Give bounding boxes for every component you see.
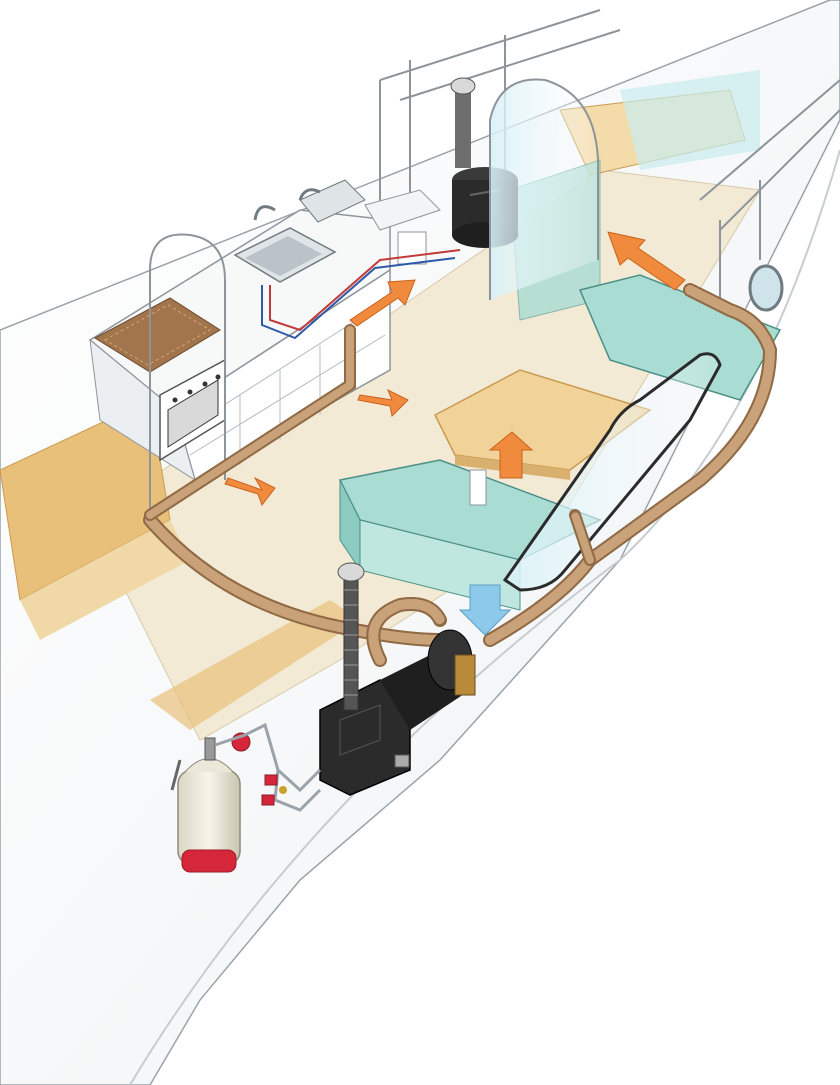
roof-vent xyxy=(450,77,476,168)
exhaust-stack xyxy=(337,562,365,711)
air-intake xyxy=(458,584,512,636)
warm-air-arrow-aft xyxy=(357,388,409,418)
gas-cylinder xyxy=(170,758,241,873)
warm-air-arrow-forward xyxy=(607,231,686,291)
heater-unit xyxy=(319,629,476,796)
heads-arch xyxy=(489,78,599,300)
sink xyxy=(233,179,366,283)
toilet-unit xyxy=(364,189,441,265)
warm-air-arrow-settee xyxy=(488,431,534,479)
stove xyxy=(93,297,221,373)
warm-air-ducts xyxy=(143,283,778,667)
gas-valves xyxy=(261,774,287,806)
plumbing xyxy=(261,249,461,340)
warm-air-arrow-galley xyxy=(224,476,276,507)
window xyxy=(502,352,722,592)
galley-glass-screen xyxy=(149,233,226,530)
warm-air-arrow-galley-upper xyxy=(349,279,416,327)
porthole xyxy=(748,264,784,312)
warm-air-outlets xyxy=(224,231,686,507)
